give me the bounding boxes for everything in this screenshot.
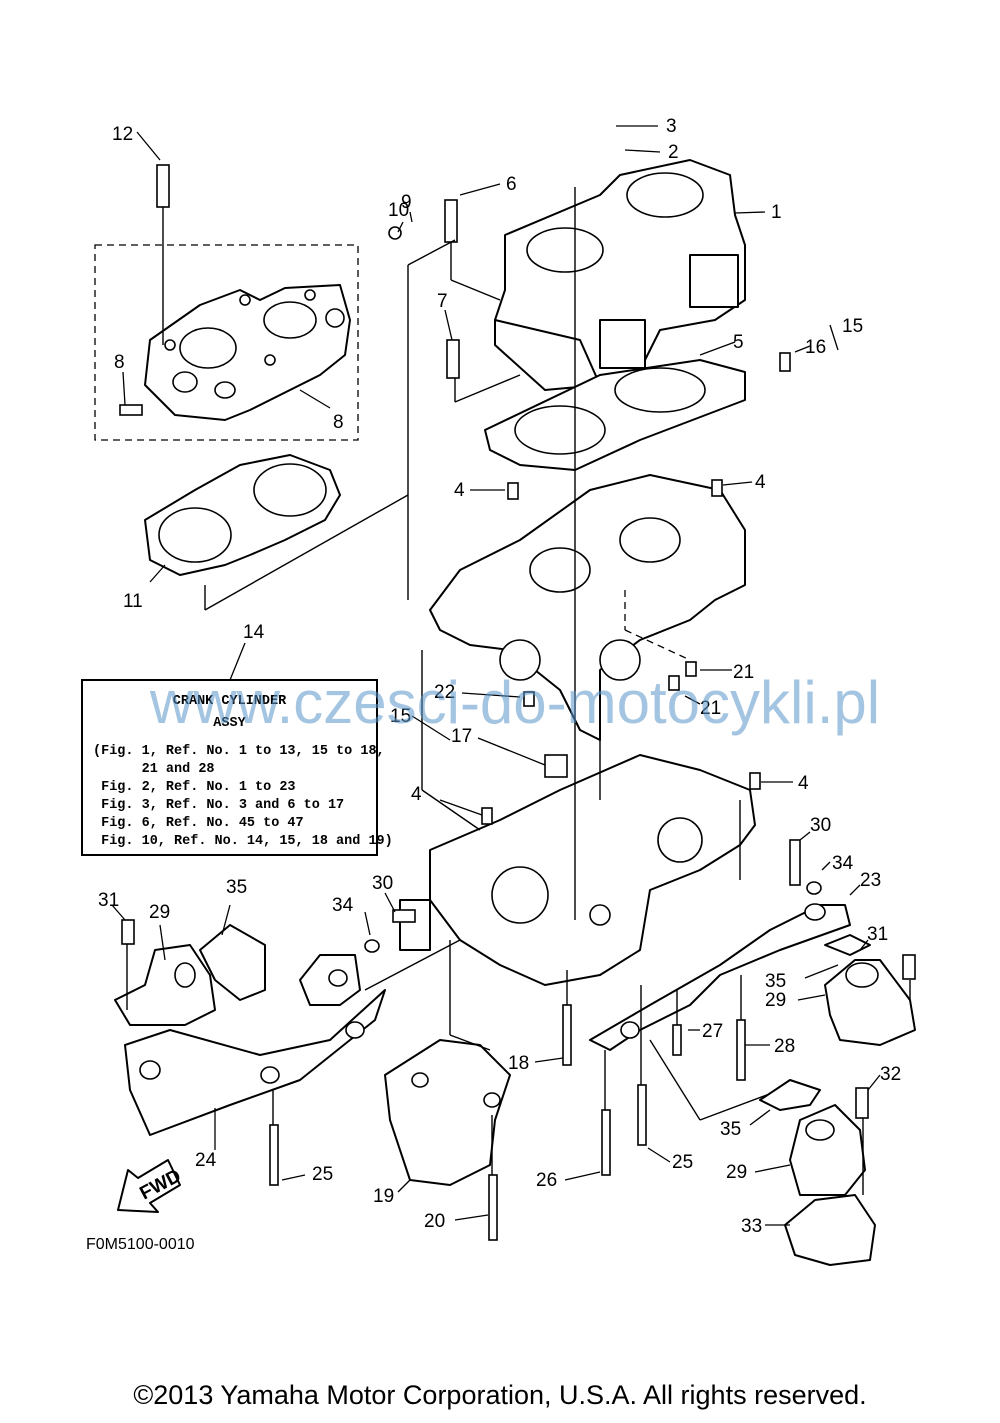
callout-10: 9 <box>401 192 412 213</box>
callout-3: 3 <box>666 116 677 137</box>
callout-30-left: 30 <box>372 873 393 894</box>
callout-16: 16 <box>805 337 826 358</box>
callout-32: 33 <box>741 1216 762 1237</box>
callout-20: 20 <box>424 1211 445 1232</box>
callout-4-b: 4 <box>755 472 766 493</box>
callout-labels: 12 3 2 1 6 10 9 7 5 16 15 8 8 11 4 4 21 … <box>98 116 901 1237</box>
callout-35-right: 35 <box>765 971 786 992</box>
fwd-arrow: FWD <box>117 1159 185 1213</box>
callout-2: 2 <box>668 142 679 163</box>
note-lines: (Fig. 1, Ref. No. 1 to 13, 15 to 18, 21 … <box>93 743 393 851</box>
callout-29-lower: 29 <box>726 1162 747 1183</box>
note-line: 21 and 28 <box>93 762 215 777</box>
callout-29-right: 29 <box>765 990 786 1011</box>
callout-15: 15 <box>390 706 411 727</box>
callout-27: 28 <box>774 1036 795 1057</box>
note-line: Fig. 3, Ref. No. 3 and 6 to 17 <box>93 798 345 813</box>
callout-4-a: 4 <box>454 480 465 501</box>
upper-crankcase <box>429 474 746 741</box>
callout-15-top: 15 <box>842 316 863 337</box>
callout-35-lower: 35 <box>720 1119 741 1140</box>
right-rubber-mount-lower <box>789 1104 866 1196</box>
callout-12: 11 <box>123 591 143 612</box>
callout-9: 8 <box>114 352 125 373</box>
callout-5: 5 <box>733 332 744 353</box>
callout-11: 10 <box>388 200 409 221</box>
note-title: CRANK CYLINDER ASSY <box>83 691 376 735</box>
head-gasket <box>144 454 341 576</box>
callout-25-right: 25 <box>672 1152 693 1173</box>
callout-23: 23 <box>860 870 881 891</box>
note-title-line2: ASSY <box>213 716 246 731</box>
leader-lines <box>111 125 881 1226</box>
callout-21-a: 21 <box>733 662 754 683</box>
bolts <box>119 164 916 1241</box>
copyright-notice: ©2013 Yamaha Motor Corporation, U.S.A. A… <box>133 1380 867 1410</box>
callout-33: 32 <box>880 1064 901 1085</box>
callout-8: 8 <box>333 412 344 433</box>
shim-brackets <box>759 934 871 1111</box>
callout-25-left: 25 <box>312 1164 333 1185</box>
callout-22: 22 <box>434 682 455 703</box>
callout-26: 27 <box>702 1021 723 1042</box>
cylinder-block <box>494 159 746 391</box>
centerlines <box>126 187 911 1195</box>
right-mount-rail <box>589 903 851 1051</box>
callout-7: 7 <box>437 291 448 312</box>
mount-cover <box>784 1194 876 1266</box>
callout-35-left: 35 <box>226 877 247 898</box>
cylinder-gasket <box>484 359 746 471</box>
note-line: (Fig. 1, Ref. No. 1 to 13, 15 to 18, <box>93 744 385 759</box>
callout-21-b: 21 <box>700 698 721 719</box>
callout-17: 17 <box>451 726 472 747</box>
assembly-note-box: CRANK CYLINDER ASSY (Fig. 1, Ref. No. 1 … <box>81 679 393 856</box>
callout-18: 18 <box>508 1053 529 1074</box>
callout-30-right: 30 <box>810 815 831 836</box>
callout-34-right: 34 <box>832 853 854 874</box>
callout-14: 14 <box>243 622 265 643</box>
left-mount-rail <box>124 989 386 1136</box>
callout-31-right: 31 <box>867 924 888 945</box>
right-rubber-mount-upper <box>824 959 916 1046</box>
left-rubber-mount <box>114 924 361 1026</box>
callout-24: 24 <box>195 1150 217 1171</box>
callout-6: 6 <box>506 174 517 195</box>
note-line: Fig. 10, Ref. No. 14, 15, 18 and 19) <box>93 834 393 849</box>
callout-34-left: 34 <box>332 895 354 916</box>
callout-4-c: 4 <box>798 773 809 794</box>
callout-31-left: 31 <box>98 890 119 911</box>
note-title-line1: CRANK CYLINDER <box>172 694 287 709</box>
cylinder-head <box>94 244 359 441</box>
callout-19: 19 <box>373 1186 394 1207</box>
center-bracket <box>384 1039 511 1186</box>
callout-1: 1 <box>771 202 782 223</box>
note-line: Fig. 6, Ref. No. 45 to 47 <box>93 816 304 831</box>
figure-code: F0M5100-0010 <box>86 1236 195 1253</box>
callout-4-d: 4 <box>411 784 422 805</box>
callout-28: 26 <box>536 1170 557 1191</box>
note-line: Fig. 2, Ref. No. 1 to 23 <box>93 780 296 795</box>
lower-crankcase <box>399 754 756 986</box>
callout-13: 12 <box>112 124 133 145</box>
callout-29-left: 29 <box>149 902 170 923</box>
